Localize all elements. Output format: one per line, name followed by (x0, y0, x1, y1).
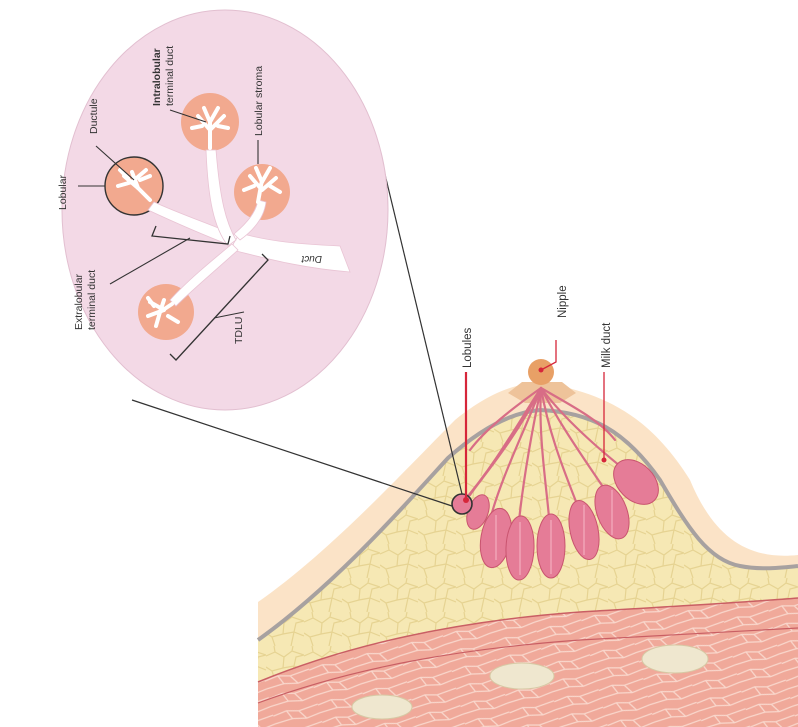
milk-duct-pointer-dot (602, 458, 607, 463)
duct-label: Duct (300, 253, 322, 264)
lobules-label: Lobules (462, 327, 474, 368)
lobules-pointer-dot (463, 497, 469, 503)
zoom-connector-top (382, 162, 462, 494)
extralobular-line2: terminal duct (86, 270, 98, 330)
rib (490, 663, 554, 689)
extralobular-label: Extralobular terminal duct (73, 270, 98, 330)
lobular-label: Lobular (57, 174, 69, 210)
zoom-connector-bottom (132, 400, 452, 506)
ductule-text: Ductule (88, 98, 100, 134)
nipple-label: Nipple (557, 285, 569, 318)
extralobular-line1: Extralobular (73, 273, 85, 330)
zoom-circle (62, 10, 388, 410)
rib (352, 695, 412, 719)
highlighted-lobule-marker (452, 494, 472, 514)
lobular-stroma-label: Lobular stroma (253, 66, 265, 136)
tdlu-zoom-view: Ductule Intralobular terminal duct Lobul… (57, 10, 388, 410)
nipple-pointer-dot (539, 368, 544, 373)
rib (642, 645, 708, 673)
ductule-label: Ductule (88, 98, 100, 134)
milk-duct-label: Milk duct (601, 322, 613, 368)
intralobular-line1: Intralobular (151, 48, 163, 106)
tdlu-label: TDLU (233, 317, 245, 344)
intralobular-label: Intralobular terminal duct (151, 45, 176, 106)
intralobular-line2: terminal duct (164, 46, 176, 106)
